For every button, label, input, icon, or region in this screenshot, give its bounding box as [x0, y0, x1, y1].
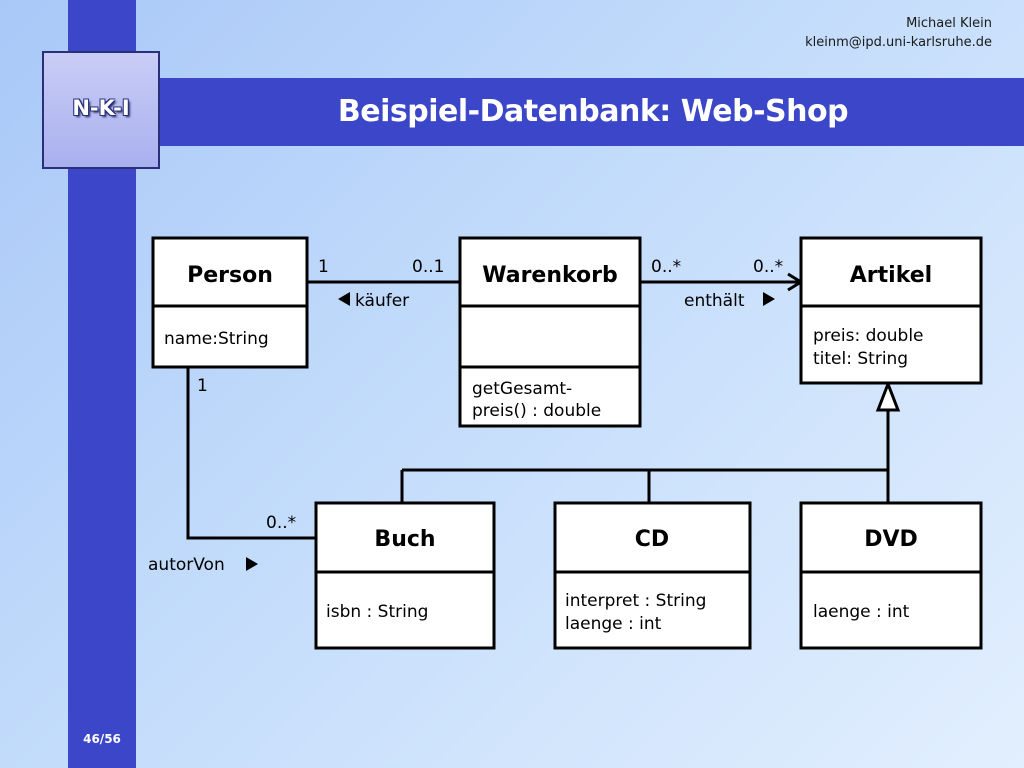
generalization-triangle: [875, 379, 901, 412]
class-artikel: Artikel preis: double titel: String: [799, 236, 983, 385]
multiplicity-autorvon-person: 1: [197, 376, 208, 396]
reading-direction-right-icon: [246, 557, 258, 571]
class-artikel-attribute-preis: preis: double: [813, 326, 924, 346]
association-autorvon-label: autorVon: [148, 555, 225, 575]
class-person-name: Person: [187, 263, 273, 288]
reading-direction-right-icon: [763, 292, 775, 306]
class-person-attribute: name:String: [164, 329, 269, 349]
title-band: [68, 78, 1024, 146]
class-warenkorb-method-line1: getGesamt-: [472, 379, 572, 399]
multiplicity-kaeufer-warenkorb: 0..1: [412, 257, 444, 277]
class-warenkorb: Warenkorb getGesamt- preis() : double: [458, 236, 642, 428]
reading-direction-left-icon: [338, 292, 350, 306]
author-name: Michael Klein: [906, 16, 992, 31]
author-email: kleinm@ipd.uni-karlsruhe.de: [805, 35, 992, 50]
multiplicity-kaeufer-person: 1: [318, 257, 329, 277]
class-dvd-attribute: laenge : int: [813, 602, 910, 622]
class-artikel-attribute-titel: titel: String: [813, 349, 908, 369]
multiplicity-enthaelt-artikel: 0..*: [753, 257, 783, 277]
association-autorvon-line: [186, 367, 316, 540]
page-number: 46/56: [83, 732, 121, 746]
class-person: Person name:String: [151, 236, 309, 369]
class-cd-attribute-laenge: laenge : int: [565, 614, 662, 634]
slide-title: Beispiel-Datenbank: Web-Shop: [337, 94, 849, 129]
nki-logo: N-K-I: [42, 51, 160, 169]
association-kaeufer-label: käufer: [355, 291, 409, 311]
connectors: [186, 272, 890, 540]
class-warenkorb-name: Warenkorb: [482, 263, 618, 288]
class-buch-attribute: isbn : String: [326, 602, 428, 622]
multiplicity-enthaelt-warenkorb: 0..*: [651, 257, 681, 277]
author-block: Michael Klein kleinm@ipd.uni-karlsruhe.d…: [805, 14, 992, 52]
class-cd: CD interpret : String laenge : int: [553, 501, 752, 650]
class-cd-name: CD: [635, 527, 669, 552]
class-buch-name: Buch: [374, 527, 435, 552]
class-warenkorb-method-line2: preis() : double: [472, 401, 601, 421]
class-artikel-name: Artikel: [850, 263, 932, 288]
association-enthaelt-label: enthält: [684, 291, 745, 311]
class-buch: Buch isbn : String: [314, 501, 496, 650]
logo-text: N-K-I: [72, 96, 130, 120]
class-cd-attribute-interpret: interpret : String: [565, 591, 706, 611]
class-dvd-name: DVD: [864, 527, 918, 552]
class-dvd: DVD laenge : int: [799, 501, 983, 650]
multiplicity-autorvon-buch: 0..*: [266, 513, 296, 533]
